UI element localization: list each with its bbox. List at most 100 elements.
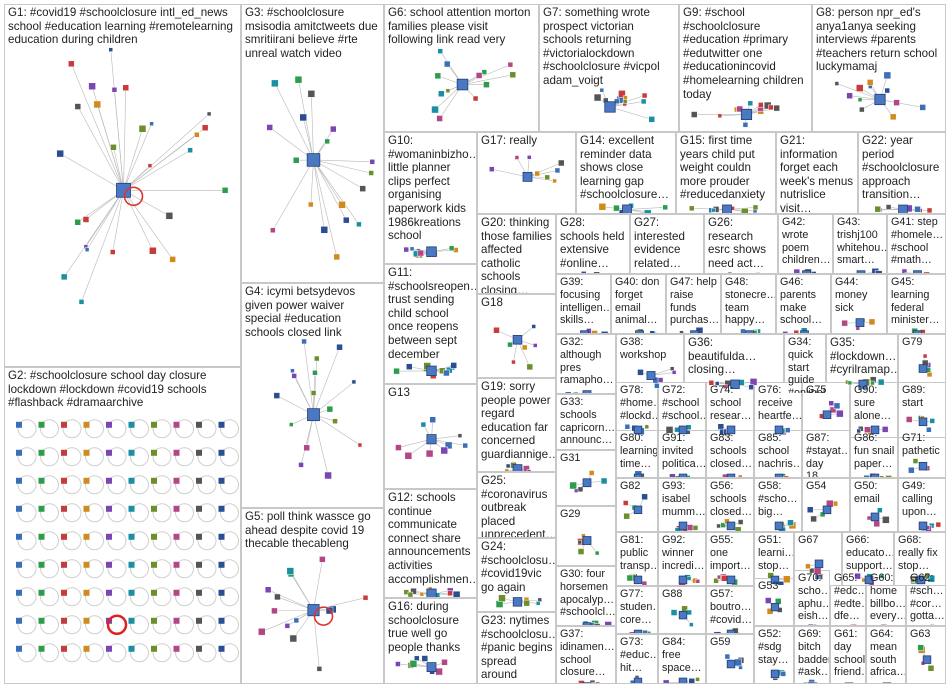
graph-node[interactable] — [128, 617, 135, 624]
hub-node[interactable] — [844, 682, 854, 684]
graph-node[interactable] — [793, 329, 800, 334]
graph-node[interactable] — [324, 138, 330, 145]
graph-node[interactable] — [419, 591, 425, 597]
hub-node[interactable] — [855, 318, 865, 327]
graph-node[interactable] — [671, 370, 677, 375]
hub-node[interactable] — [858, 379, 868, 389]
graph-node[interactable] — [38, 505, 45, 512]
graph-node[interactable] — [724, 653, 731, 660]
graph-node[interactable] — [613, 204, 620, 212]
graph-node[interactable] — [793, 268, 801, 274]
graph-node[interactable] — [600, 477, 608, 485]
graph-node[interactable] — [173, 477, 180, 484]
graph-node[interactable] — [662, 679, 670, 684]
graph-node[interactable] — [368, 170, 374, 176]
graph-node[interactable] — [833, 402, 841, 410]
graph-node[interactable] — [507, 61, 514, 68]
graph-node[interactable] — [893, 99, 900, 106]
graph-node[interactable] — [16, 617, 22, 624]
graph-node[interactable] — [649, 330, 656, 334]
graph-node[interactable] — [859, 106, 865, 113]
hub-node[interactable] — [918, 521, 928, 531]
graph-node[interactable] — [151, 589, 157, 596]
graph-node[interactable] — [83, 645, 90, 652]
graph-node[interactable] — [688, 678, 696, 684]
graph-node[interactable] — [593, 681, 600, 684]
hub-node[interactable] — [822, 410, 832, 420]
graph-node[interactable] — [106, 645, 112, 652]
graph-node[interactable] — [301, 338, 307, 345]
graph-node[interactable] — [713, 577, 719, 584]
graph-node[interactable] — [325, 606, 334, 615]
graph-node[interactable] — [324, 471, 332, 480]
graph-node[interactable] — [738, 474, 743, 478]
graph-node[interactable] — [599, 87, 605, 93]
graph-node[interactable] — [264, 586, 272, 594]
graph-node[interactable] — [689, 205, 695, 212]
graph-node[interactable] — [270, 227, 276, 234]
graph-node[interactable] — [935, 521, 942, 528]
graph-node[interactable] — [578, 680, 585, 684]
graph-node[interactable] — [61, 589, 67, 596]
graph-node[interactable] — [338, 201, 346, 209]
graph-node[interactable] — [881, 426, 889, 433]
graph-node[interactable] — [83, 449, 90, 456]
graph-node[interactable] — [598, 203, 607, 211]
graph-node[interactable] — [683, 475, 691, 478]
graph-node[interactable] — [187, 147, 193, 153]
graph-node[interactable] — [61, 505, 67, 512]
graph-node[interactable] — [569, 481, 577, 490]
graph-node[interactable] — [498, 594, 506, 602]
graph-node[interactable] — [149, 121, 154, 127]
hub-node[interactable] — [622, 204, 632, 214]
graph-node[interactable] — [594, 550, 600, 556]
graph-node[interactable] — [589, 679, 596, 684]
graph-node[interactable] — [110, 144, 117, 151]
graph-node[interactable] — [409, 246, 415, 252]
graph-node[interactable] — [60, 273, 68, 281]
graph-node[interactable] — [803, 681, 809, 684]
hub-node[interactable] — [582, 390, 592, 394]
graph-node[interactable] — [690, 111, 698, 118]
graph-node[interactable] — [218, 421, 225, 428]
graph-node[interactable] — [873, 520, 881, 528]
graph-node[interactable] — [83, 477, 90, 484]
graph-node[interactable] — [151, 421, 157, 428]
graph-node[interactable] — [173, 449, 180, 456]
graph-node[interactable] — [82, 216, 90, 223]
graph-node[interactable] — [431, 105, 439, 114]
graph-node[interactable] — [109, 249, 116, 255]
graph-node[interactable] — [623, 95, 628, 100]
graph-node[interactable] — [604, 621, 612, 626]
hub-node[interactable] — [456, 78, 469, 91]
hub-node[interactable] — [582, 478, 592, 488]
graph-node[interactable] — [294, 75, 303, 84]
hub-node[interactable] — [802, 270, 811, 274]
graph-node[interactable] — [68, 60, 75, 68]
graph-node[interactable] — [106, 561, 112, 568]
graph-node[interactable] — [829, 406, 837, 414]
graph-node[interactable] — [734, 526, 742, 532]
graph-node[interactable] — [672, 475, 680, 478]
graph-node[interactable] — [600, 331, 609, 334]
graph-node[interactable] — [727, 271, 733, 274]
graph-node[interactable] — [16, 589, 22, 596]
graph-node[interactable] — [773, 104, 780, 112]
graph-node[interactable] — [173, 589, 180, 596]
graph-node[interactable] — [874, 270, 883, 274]
graph-node[interactable] — [641, 580, 648, 586]
graph-node[interactable] — [758, 102, 764, 108]
graph-node[interactable] — [38, 421, 45, 428]
graph-node[interactable] — [874, 205, 882, 213]
graph-node[interactable] — [716, 523, 721, 529]
hub-node[interactable] — [922, 655, 932, 664]
graph-node[interactable] — [908, 466, 915, 474]
hub-node[interactable] — [913, 330, 922, 334]
graph-node[interactable] — [527, 155, 532, 160]
hub-node[interactable] — [512, 464, 523, 472]
graph-node[interactable] — [83, 533, 90, 540]
graph-node[interactable] — [554, 167, 561, 174]
graph-node[interactable] — [407, 591, 414, 597]
graph-node[interactable] — [61, 477, 67, 484]
graph-node[interactable] — [737, 519, 744, 525]
